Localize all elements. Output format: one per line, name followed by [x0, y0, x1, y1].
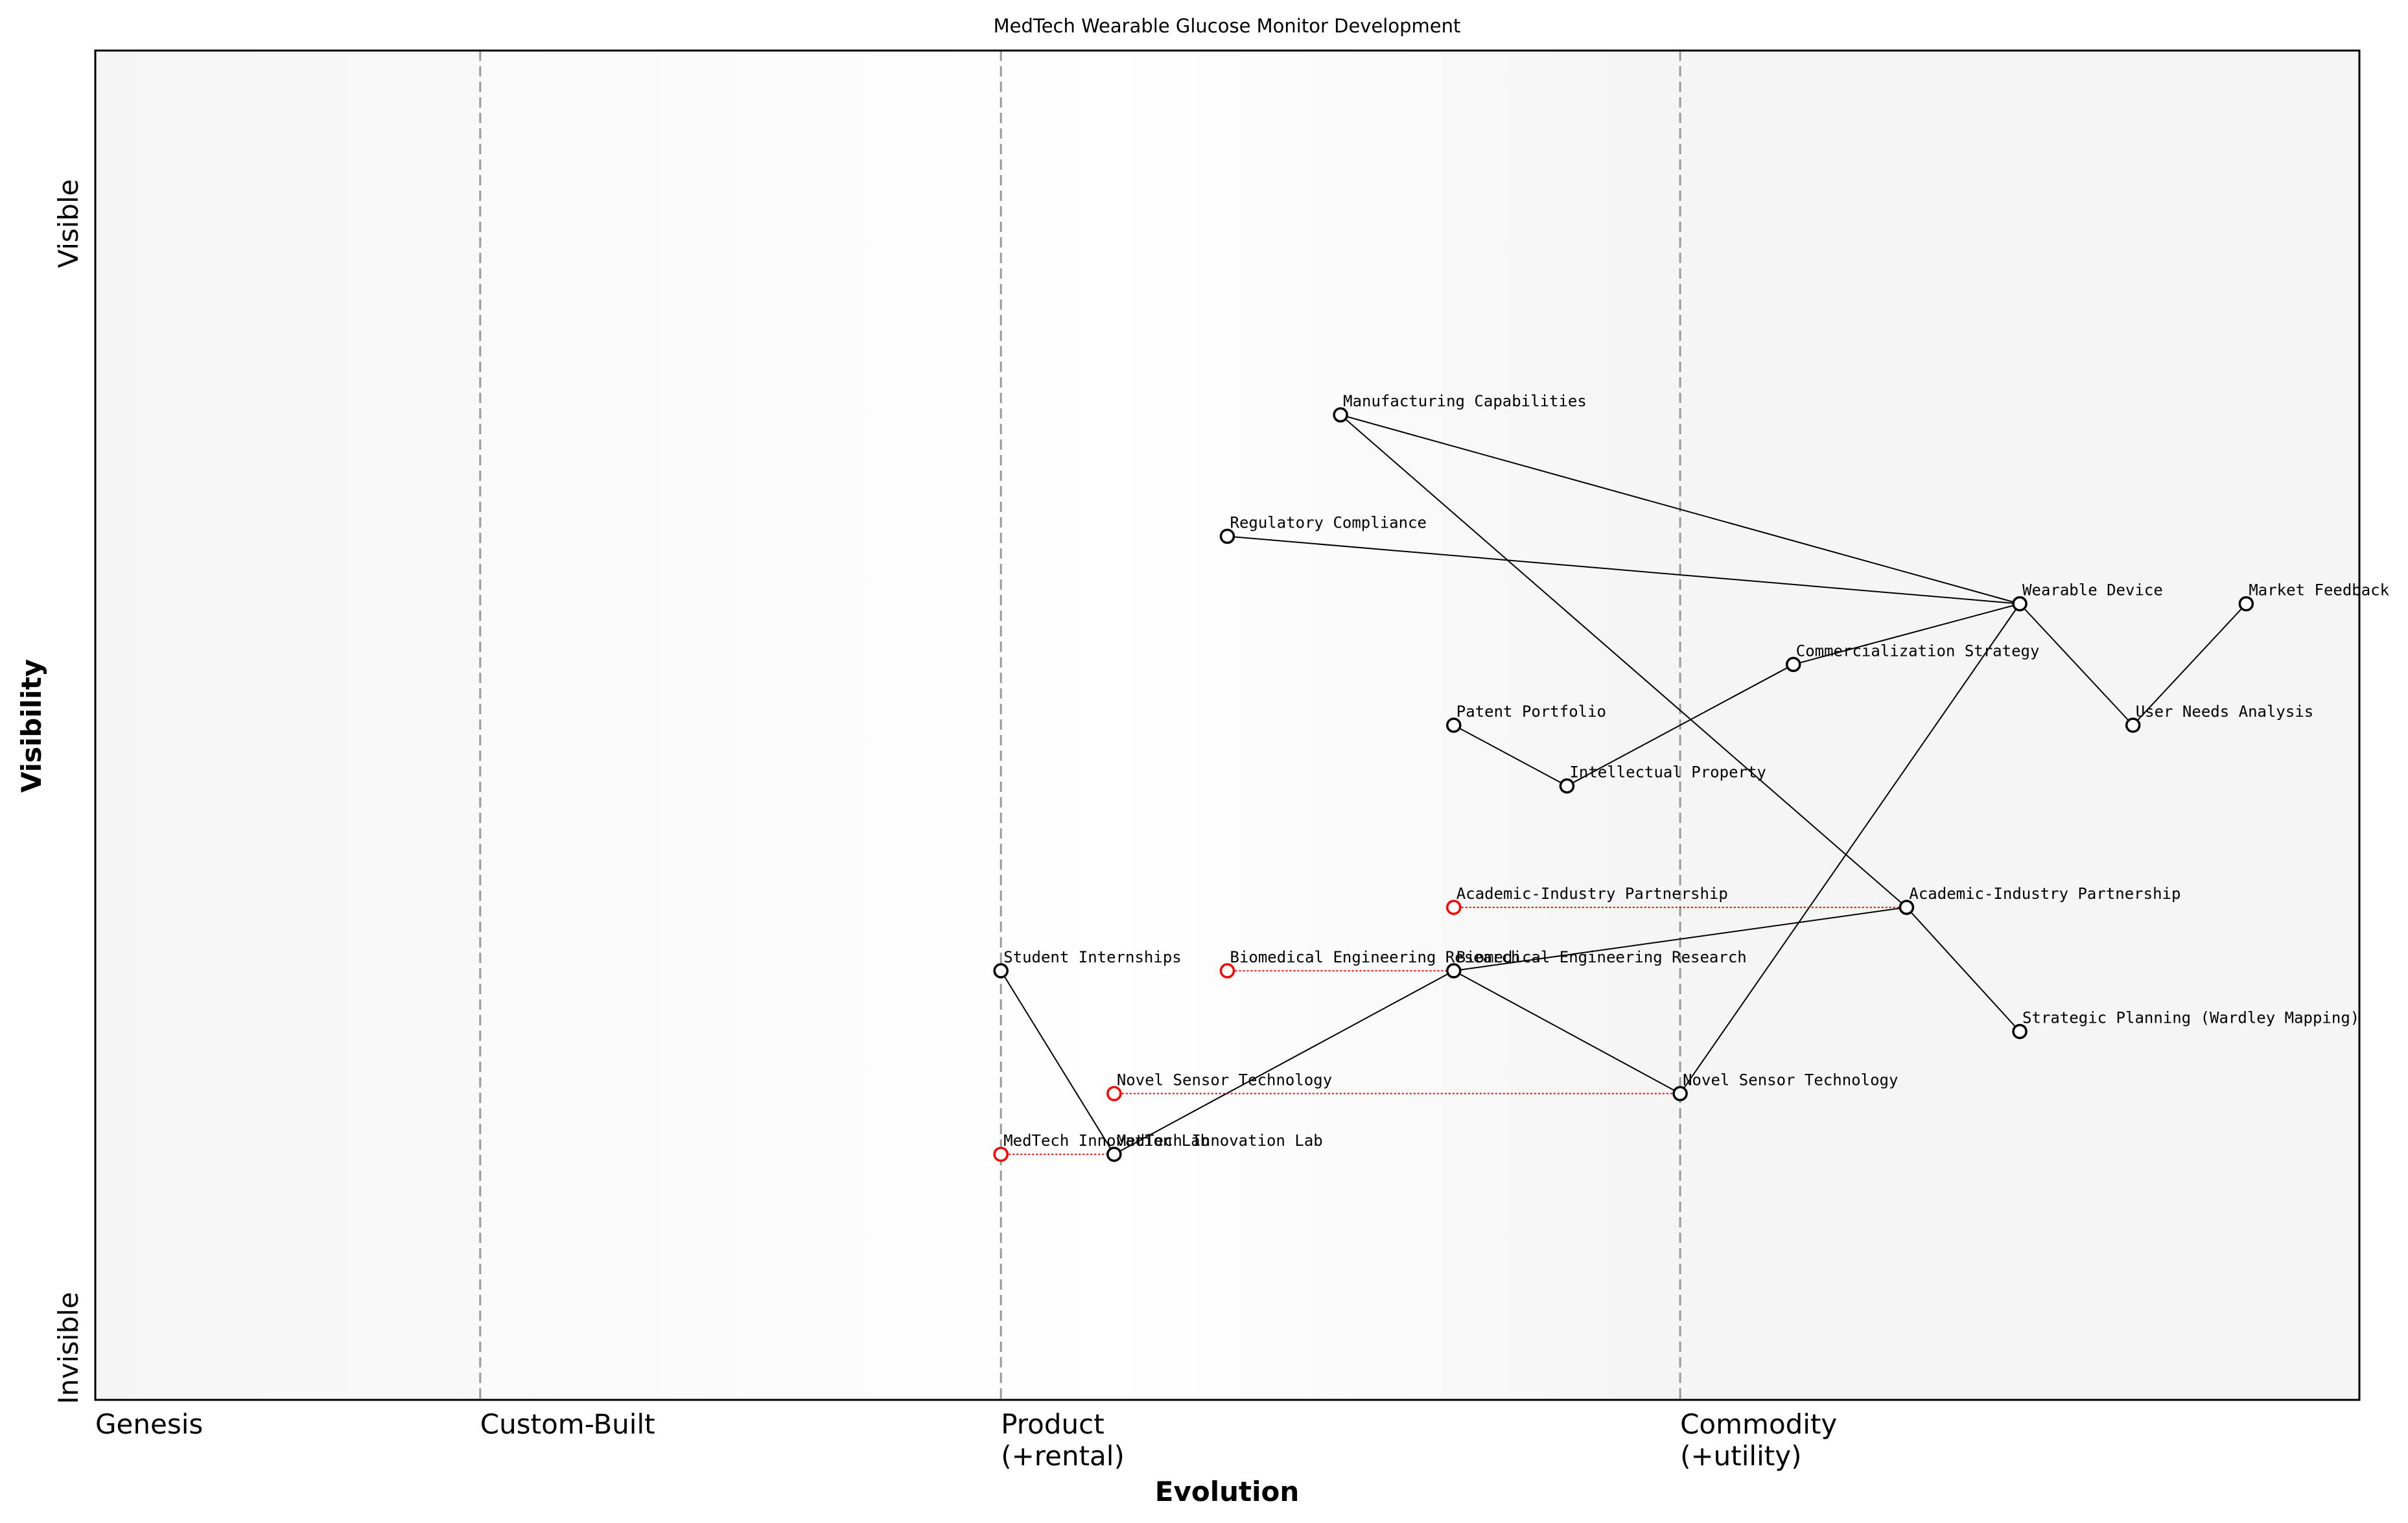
links	[1000, 414, 2247, 1155]
y-axis-label: Visibility	[16, 659, 47, 793]
component-labels: Academic-Industry PartnershipBiomedical …	[1003, 392, 2389, 1150]
stage-label-commodity: Commodity	[1680, 1408, 1837, 1440]
components	[993, 407, 2254, 1162]
link-biomed-lab	[1114, 970, 1455, 1155]
stage-label-custom-built: Custom-Built	[480, 1408, 655, 1440]
link-ip-patent	[1453, 725, 1567, 787]
component-manufacturing[interactable]	[1333, 407, 1348, 423]
movement-lines	[1001, 907, 1907, 1156]
component-commercialization[interactable]	[1786, 657, 1801, 673]
previous-position-academic[interactable]	[1446, 900, 1462, 915]
link-lab-internships	[1000, 970, 1115, 1155]
stage-label-product: Product	[1001, 1408, 1104, 1440]
link-wearable-manufacturing	[1340, 414, 2020, 605]
component-academic[interactable]	[1899, 900, 1915, 915]
component-label-user_needs: User Needs Analysis	[2136, 703, 2314, 721]
component-label-wearable: Wearable Device	[2022, 581, 2163, 599]
component-lab[interactable]	[1106, 1146, 1122, 1162]
previous-position-biomed[interactable]	[1219, 963, 1235, 979]
component-sensor[interactable]	[1672, 1086, 1688, 1102]
link-biomed-sensor	[1453, 970, 1681, 1095]
component-label-biomed: Biomedical Engineering Research	[1456, 948, 1747, 966]
previous-label-lab: MedTech Innovation Lab	[1003, 1132, 1210, 1150]
component-label-sensor: Novel Sensor Technology	[1683, 1071, 1898, 1089]
component-market_feedback[interactable]	[2238, 596, 2254, 612]
component-label-regulatory: Regulatory Compliance	[1230, 514, 1427, 532]
previous-position-lab[interactable]	[993, 1146, 1009, 1162]
link-manufacturing-academic	[1340, 414, 1908, 908]
stage-sublabel-product: (+rental)	[1001, 1440, 1125, 1472]
link-academic-biomed	[1453, 907, 1907, 971]
component-label-market_feedback: Market Feedback	[2249, 581, 2389, 599]
component-label-commercialization: Commercialization Strategy	[1796, 642, 2040, 660]
link-user_needs-wearable	[2019, 603, 2134, 726]
component-label-academic: Academic-Industry Partnership	[1909, 885, 2180, 903]
previous-position-sensor[interactable]	[1106, 1086, 1122, 1102]
link-commercialization-ip	[1566, 664, 1794, 787]
component-regulatory[interactable]	[1219, 528, 1235, 544]
link-academic-strategic	[1906, 907, 2020, 1032]
component-internships[interactable]	[993, 963, 1009, 979]
component-ip[interactable]	[1559, 778, 1575, 794]
component-patent[interactable]	[1446, 717, 1462, 733]
x-axis-label: Evolution	[1155, 1476, 1299, 1507]
previous-label-biomed: Biomedical Engineering Research	[1230, 948, 1521, 966]
chart-title: MedTech Wearable Glucose Monitor Develop…	[994, 15, 1461, 37]
previous-label-sensor: Novel Sensor Technology	[1117, 1071, 1332, 1089]
component-label-manufacturing: Manufacturing Capabilities	[1343, 392, 1587, 410]
stage-label-genesis: Genesis	[95, 1408, 203, 1440]
component-label-patent: Patent Portfolio	[1456, 703, 1606, 721]
component-label-lab: MedTech Innovation Lab	[1117, 1132, 1323, 1150]
link-wearable-regulatory	[1227, 535, 2020, 605]
plot-frame	[94, 49, 2361, 1401]
y-axis-top-label: Visible	[53, 179, 84, 268]
previous-label-academic: Academic-Industry Partnership	[1456, 885, 1728, 903]
component-wearable[interactable]	[2012, 596, 2028, 612]
component-strategic[interactable]	[2012, 1023, 2028, 1040]
component-label-internships: Student Internships	[1003, 948, 1182, 966]
link-market_feedback-user_needs	[2132, 603, 2247, 726]
stage-labels: Genesis Custom-Built Product(+rental) Commo…	[95, 1408, 1837, 1472]
component-biomed[interactable]	[1446, 963, 1462, 979]
y-axis-bottom-label: Invisible	[53, 1292, 84, 1404]
component-label-ip: Intellectual Property	[1569, 763, 1766, 782]
component-label-strategic: Strategic Planning (Wardley Mapping)	[2022, 1009, 2359, 1027]
link-wearable-sensor	[1679, 603, 2020, 1094]
component-user_needs[interactable]	[2125, 717, 2141, 733]
link-wearable-commercialization	[1793, 603, 2020, 666]
stage-sublabel-commodity: (+utility)	[1680, 1440, 1801, 1472]
plot-background	[95, 51, 2359, 1400]
